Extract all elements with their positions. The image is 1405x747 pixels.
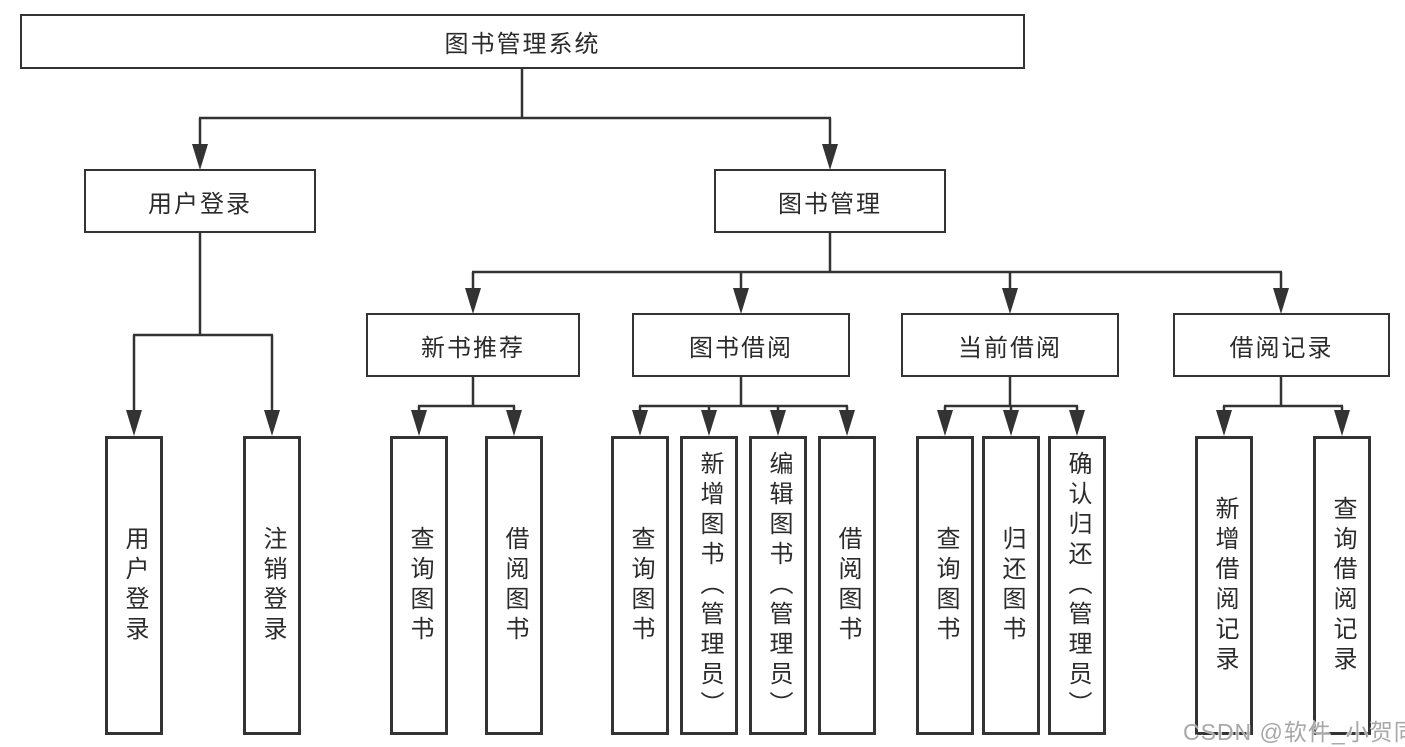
leaf-label: 借阅图书 — [834, 525, 861, 646]
node-new-book-recommendation: 新书推荐 — [366, 313, 580, 377]
leaf-edit-book-admin: 编辑图书（管理员） — [749, 436, 807, 735]
leaf-query-books-recommend: 查询图书 — [390, 436, 448, 735]
leaf-return-books: 归还图书 — [982, 436, 1040, 735]
leaf-borrow-books: 借阅图书 — [818, 436, 876, 735]
leaf-query-books-current: 查询图书 — [916, 436, 974, 735]
node-borrowing-records: 借阅记录 — [1173, 313, 1390, 377]
leaf-label: 查询图书 — [406, 525, 433, 646]
leaf-query-borrow-record: 查询借阅记录 — [1313, 436, 1371, 735]
leaf-label: 查询借阅记录 — [1329, 495, 1356, 676]
csdn-watermark: CSDN @软件_小贺同学 — [1183, 719, 1405, 745]
leaf-label: 用户登录 — [121, 525, 148, 646]
leaf-label: 借阅图书 — [501, 525, 528, 646]
node-user-login-branch: 用户登录 — [84, 169, 316, 233]
leaf-logout: 注销登录 — [243, 436, 301, 735]
leaf-label: 查询图书 — [932, 525, 959, 646]
node-current-borrowing: 当前借阅 — [901, 313, 1119, 377]
node-book-management-branch: 图书管理 — [714, 169, 946, 233]
leaf-query-books-borrowing: 查询图书 — [611, 436, 669, 735]
leaf-user-login: 用户登录 — [105, 436, 163, 735]
node-book-borrowing: 图书借阅 — [632, 313, 850, 377]
leaf-borrow-books-recommend: 借阅图书 — [485, 436, 543, 735]
leaf-label: 新增图书（管理员） — [696, 450, 723, 721]
leaf-add-book-admin: 新增图书（管理员） — [680, 436, 738, 735]
leaf-label: 编辑图书（管理员） — [765, 450, 792, 721]
leaf-label: 查询图书 — [627, 525, 654, 646]
leaf-confirm-return-admin: 确认归还（管理员） — [1048, 436, 1106, 735]
leaf-label: 新增借阅记录 — [1211, 495, 1238, 676]
leaf-label: 注销登录 — [259, 525, 286, 646]
node-library-management-system: 图书管理系统 — [20, 14, 1025, 69]
tree-edges — [132, 69, 1344, 414]
leaf-label: 归还图书 — [998, 525, 1025, 646]
leaf-add-borrow-record: 新增借阅记录 — [1195, 436, 1253, 735]
arrow-down-icons — [126, 144, 1350, 436]
leaf-label: 确认归还（管理员） — [1064, 450, 1091, 721]
